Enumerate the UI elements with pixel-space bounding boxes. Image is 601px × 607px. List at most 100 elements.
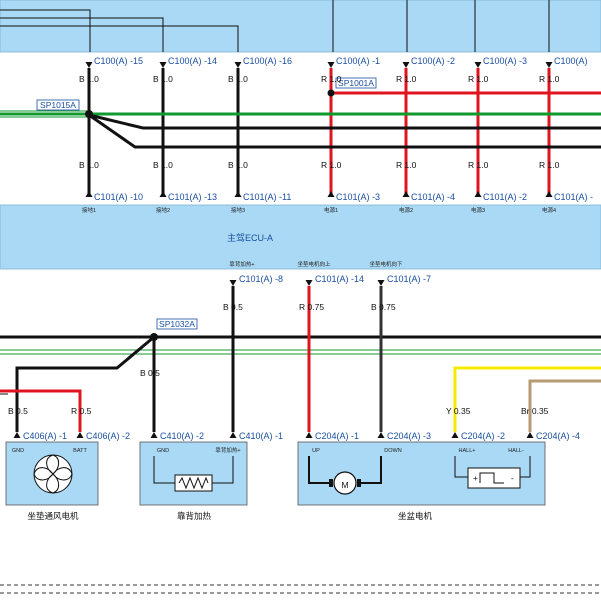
component-connector-label: C204(A) -1 [315,431,359,441]
motor-icon: M [329,471,361,495]
top-connector-label: C100(A) -2 [411,56,455,66]
component-connector-arrow [526,432,534,438]
top-connector-label: C100(A) -15 [94,56,143,66]
component-connector-label: C406(A) -1 [23,431,67,441]
component-wire-label: Y 0.35 [446,406,471,416]
sp1001-label: SP1001A [338,78,374,88]
hall-sensor-icon [467,467,521,489]
component-pin-function: BATT [73,448,87,454]
motor-name: 坐盆电机 [398,511,433,521]
component-connector-arrow [150,432,158,438]
component-connector-arrow [305,432,313,438]
top-connector-arrow [234,62,242,68]
component-connector-arrow [451,432,459,438]
component-wire-label: Br 0.35 [521,406,549,416]
top-wire-label: R 1.0 [468,74,489,84]
hall-plus-sign: + [473,473,478,483]
top-wire-label: R 1.0 [321,74,342,84]
bottom-connector-arrow [474,191,482,197]
component-pin-function: GND [12,448,24,454]
top-connector-arrow [159,62,167,68]
black-bus-wire-2 [88,113,601,149]
ecu-pin-function: 电源4 [542,206,556,214]
fan-name: 坐垫通风电机 [27,511,79,521]
bottom-wire-label: B 1.0 [79,160,99,170]
bottom-connector-arrow [545,191,553,197]
top-connector-label: C100(A) -1 [336,56,380,66]
ecu-output-function: 坐垫电机向上 [297,260,331,268]
top-connector-label: C100(A) -16 [243,56,292,66]
ecu-pin-function: 电源1 [324,206,338,214]
component-pin-function: DOWN [384,448,401,454]
top-wire-label: B 1.0 [153,74,173,84]
bottom-connector-label: C101(A) - [554,192,593,202]
top-connector-arrow [402,62,410,68]
component-pin-function: 靠背加热+ [215,446,240,454]
bottom-wire-label: R 1.0 [468,160,489,170]
motor-internal-wiring [308,456,382,484]
heater-box [139,441,248,506]
component-connector-arrow [377,432,385,438]
splice-dot-sp1032 [150,333,158,341]
component-connector-arrow [76,432,84,438]
component-connector-label: C204(A) -2 [461,431,505,441]
ecu-pin-function: 接地3 [231,206,245,214]
bottom-connector-label: C101(A) -13 [168,192,217,202]
top-band-routing [0,9,239,52]
sp1032-label-box [156,318,198,330]
sp1032-branch-wire-label: B 0.5 [140,368,160,378]
sp1032-branch-left [15,335,155,432]
ecu-output-wire: B 0.75 [371,302,396,312]
ecu-output-wire: B 0.5 [223,302,243,312]
bottom-wire-label: R 1.0 [321,160,342,170]
bottom-wire-label: B 1.0 [228,160,248,170]
ecu-output-connector: C101(A) -14 [315,274,364,284]
upper-red-wires [329,68,551,196]
sp1015-label: SP1015A [40,100,76,110]
component-connector-arrow [229,432,237,438]
fan-red-supply [0,389,82,432]
top-band-routing-2 [332,0,550,52]
bottom-wire-label: B 1.0 [153,160,173,170]
ecu-band [0,204,601,270]
ecu-output-arrow [305,280,313,286]
component-connector-label: C406(A) -2 [86,431,130,441]
bottom-connector-label: C101(A) -4 [411,192,455,202]
top-connector-label: C100(A) [554,56,588,66]
bottom-connector-arrow [85,191,93,197]
component-wire-label: R 0.5 [71,406,92,416]
component-connector-label: C410(A) -2 [160,431,204,441]
top-wire-label: R 1.0 [539,74,560,84]
heater-name: 靠背加热 [177,511,212,521]
component-connector-arrow [13,432,21,438]
heater-internal-wiring [153,456,234,484]
ecu-output-arrow [229,280,237,286]
sp1032-label: SP1032A [159,319,195,329]
top-connector-label: C100(A) -3 [483,56,527,66]
bottom-connector-arrow [234,191,242,197]
component-wire-label: B 0.5 [8,406,28,416]
top-wire-label: B 1.0 [228,74,248,84]
ecu-output-function: 靠背加热+ [229,260,254,268]
hall-minus-wire [528,379,601,432]
component-connector-label: C204(A) -3 [387,431,431,441]
svg-text:M: M [341,480,348,490]
component-connector-label: C204(A) -4 [536,431,580,441]
top-connector-arrow [545,62,553,68]
ecu-title: 主驾ECU-A [227,232,273,243]
bottom-wire-label: R 1.0 [539,160,560,170]
resistor-icon [174,474,213,492]
ecu-pin-function: 接地1 [82,206,96,214]
ecu-output-connector: C101(A) -8 [239,274,283,284]
hall-minus-sign: - [511,473,514,483]
splice-dot-sp1001 [327,89,335,97]
ecu-output-arrow [377,280,385,286]
ecu-pin-function: 接地2 [156,206,170,214]
hall-plus-wire [453,366,601,432]
hall-sensor-wiring [454,456,531,478]
component-pin-function: UP [312,448,320,454]
